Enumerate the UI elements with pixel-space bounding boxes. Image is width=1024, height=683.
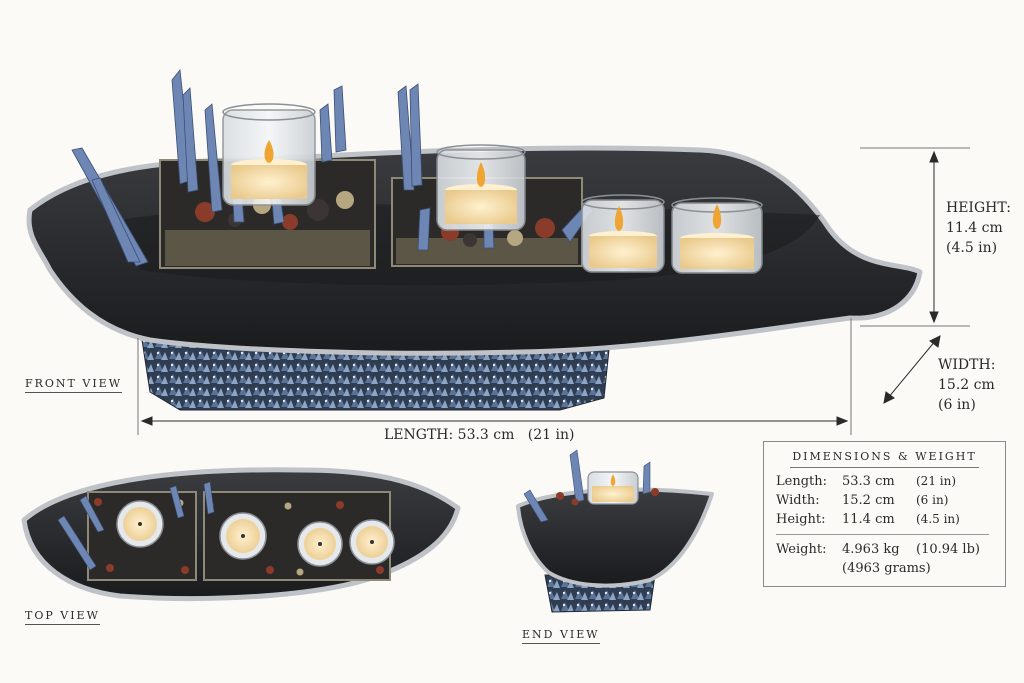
length-callout: LENGTH: 53.3 cm (21 in) bbox=[384, 427, 575, 443]
weight-row-label: Weight: bbox=[776, 542, 827, 557]
height-callout-imperial: (4.5 in) bbox=[946, 240, 998, 256]
length-row-label: Length: bbox=[776, 474, 827, 489]
width-row-metric: 15.2 cm bbox=[842, 493, 895, 508]
height-callout-label: HEIGHT: bbox=[946, 200, 1011, 216]
length-row-metric: 53.3 cm bbox=[842, 474, 895, 489]
width-row-imperial: (6 in) bbox=[916, 493, 949, 507]
width-callout-label: WIDTH: bbox=[938, 357, 996, 373]
width-row-label: Width: bbox=[776, 493, 820, 508]
top-view-label: TOP VIEW bbox=[25, 609, 100, 625]
weight-separator bbox=[776, 534, 989, 535]
end-view-illustration bbox=[516, 449, 714, 613]
width-callout-metric: 15.2 cm bbox=[938, 377, 995, 393]
height-row-imperial: (4.5 in) bbox=[916, 512, 960, 526]
height-row-label: Height: bbox=[776, 512, 826, 527]
top-view-illustration bbox=[21, 467, 461, 601]
height-row-metric: 11.4 cm bbox=[842, 512, 895, 527]
height-callout-metric: 11.4 cm bbox=[946, 220, 1003, 236]
dimension-lines bbox=[137, 147, 970, 435]
width-callout: WIDTH: 15.2 cm (6 in) bbox=[938, 355, 995, 415]
height-callout: HEIGHT: 11.4 cm (4.5 in) bbox=[946, 198, 1011, 258]
dimensions-weight-panel: DIMENSIONS & WEIGHT Length: 53.3 cm (21 … bbox=[763, 441, 1006, 587]
length-row-imperial: (21 in) bbox=[916, 474, 957, 488]
front-view-label: FRONT VIEW bbox=[25, 377, 123, 393]
end-view-label: END VIEW bbox=[522, 628, 600, 644]
front-view-illustration bbox=[26, 68, 923, 411]
weight-row-metric: 4.963 kg bbox=[842, 542, 900, 557]
weight-row-grams: (4963 grams) bbox=[842, 561, 931, 576]
dimensions-weight-title: DIMENSIONS & WEIGHT bbox=[792, 450, 977, 463]
weight-row-imperial: (10.94 lb) bbox=[916, 542, 980, 557]
width-callout-imperial: (6 in) bbox=[938, 397, 976, 413]
title-underline bbox=[790, 467, 979, 468]
